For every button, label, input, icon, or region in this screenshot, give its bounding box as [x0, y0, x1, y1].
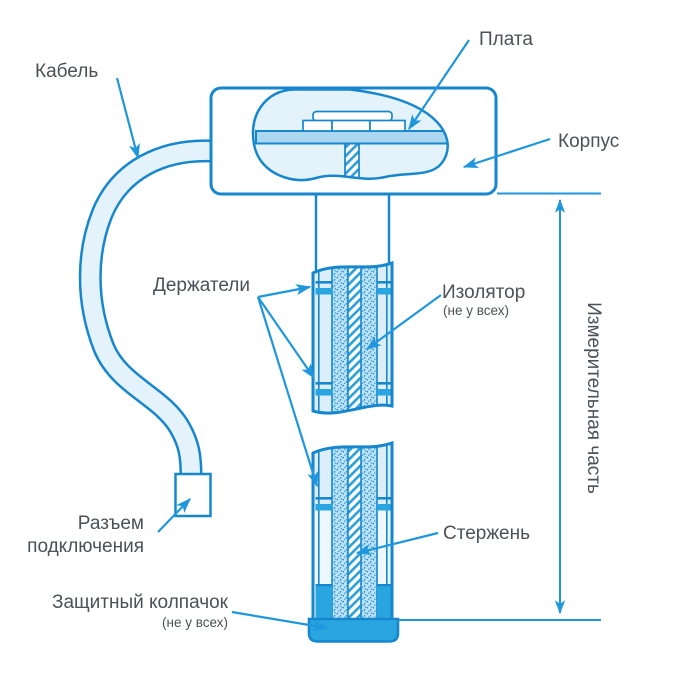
component-3	[369, 119, 406, 132]
insulator-column-left	[332, 263, 348, 414]
upper-cutaway-section	[311, 260, 394, 415]
component-2	[331, 119, 371, 132]
connector-label-line2: подключения	[27, 536, 144, 557]
connector-label-line1: Разъем	[78, 513, 144, 534]
side-column-right	[377, 443, 392, 510]
housing-arrow	[462, 137, 551, 169]
rod-column	[348, 443, 361, 620]
probe-tube	[314, 195, 391, 271]
cable	[78, 139, 213, 477]
cutaway-blob-outline	[251, 88, 449, 182]
board-label: Плата	[479, 29, 533, 50]
pcb-components	[302, 110, 406, 132]
holder-bottom	[315, 497, 391, 511]
insulator-label: Изолятор	[442, 282, 525, 303]
side-column-left	[314, 263, 332, 414]
lower-cutaway-section	[307, 440, 400, 643]
protective-cap	[307, 617, 400, 643]
insulator-column-right	[361, 443, 377, 620]
rod-arrow	[355, 531, 439, 556]
component-1	[302, 119, 333, 132]
measuring-part-label: Измерительная часть	[583, 302, 604, 494]
side-column-right-lower	[377, 510, 392, 585]
rod-top-stub	[344, 141, 360, 179]
cable-body	[81, 141, 213, 477]
board-arrow	[408, 39, 470, 131]
component-top	[312, 110, 393, 122]
cable-label: Кабель	[35, 61, 98, 82]
holders-arrow-3	[256, 296, 319, 488]
insulator-column-right	[361, 263, 377, 414]
housing	[209, 86, 498, 196]
labels: Кабель Плата Корпус Держатели Изолятор (…	[27, 29, 619, 630]
cap-arrow	[231, 610, 329, 632]
side-column-right	[377, 263, 392, 414]
protective-cap-label: Защитный колпачок	[52, 592, 229, 613]
side-column-left-lower	[314, 510, 332, 585]
holders-label: Держатели	[153, 275, 250, 296]
housing-label: Корпус	[558, 131, 619, 152]
measuring-dimension	[399, 192, 601, 621]
holder-middle	[315, 382, 391, 396]
lower-cutaway-outline	[311, 440, 394, 622]
rod-column	[348, 263, 361, 414]
leader-arrows	[115, 39, 551, 632]
rod-label: Стержень	[443, 523, 530, 544]
insulator-note: (не у всех)	[443, 303, 509, 318]
insulator-column-left	[332, 443, 348, 620]
pcb-board	[255, 130, 448, 145]
protective-cap-note: (не у всех)	[162, 615, 228, 630]
holders-arrow-2	[257, 296, 315, 380]
cap-inner-fill	[315, 584, 391, 620]
upper-cutaway-outline	[311, 260, 394, 415]
holders-arrow-1	[257, 284, 312, 299]
holder-top	[315, 281, 391, 295]
cable-arrow	[115, 77, 140, 160]
insulator-arrow	[365, 294, 442, 350]
connector-arrow	[157, 498, 191, 533]
